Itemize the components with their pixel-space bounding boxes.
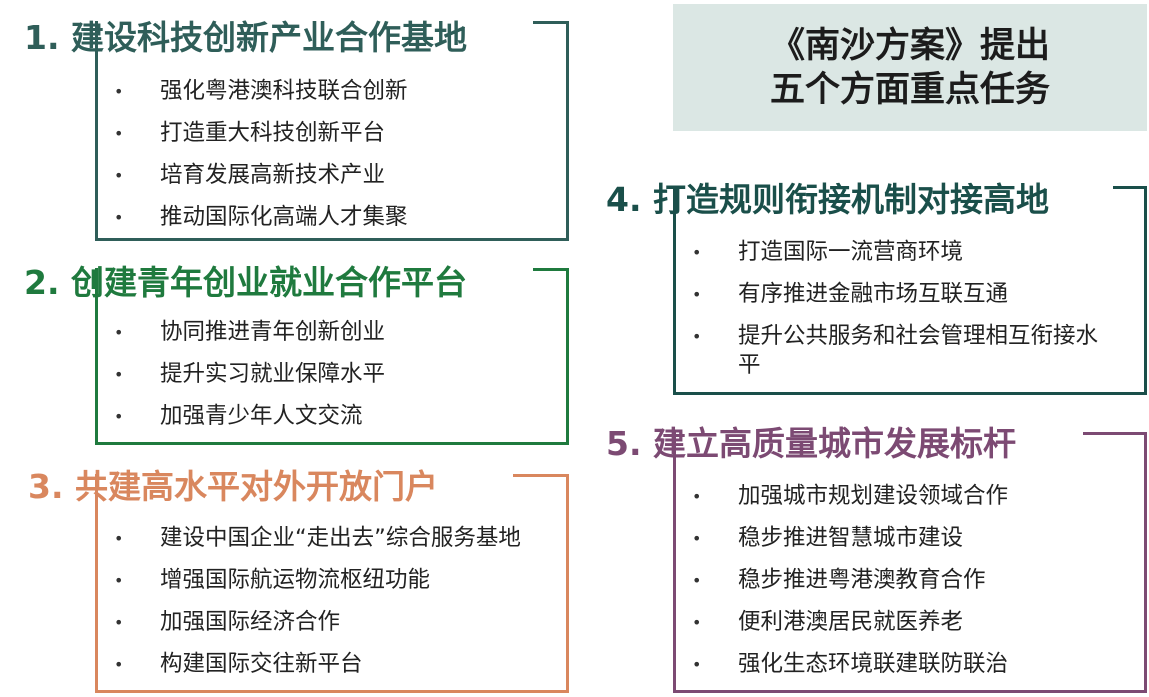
list-item: 协同推进青年创新创业: [98, 318, 566, 347]
list-item: 强化生态环境联建联防联治: [676, 650, 1144, 679]
list-item: 稳步推进粤港澳教育合作: [676, 566, 1144, 595]
list-item: 打造重大科技创新平台: [98, 119, 566, 148]
section-3-list: 建设中国企业“走出去”综合服务基地 增强国际航运物流枢纽功能 加强国际经济合作 …: [98, 524, 566, 692]
section-5-box: 加强城市规划建设领域合作 稳步推进智慧城市建设 稳步推进粤港澳教育合作 便利港澳…: [673, 432, 1147, 693]
list-item: 加强青少年人文交流: [98, 402, 566, 431]
list-item: 推动国际化高端人才集聚: [98, 203, 566, 232]
section-1-box: 强化粤港澳科技联合创新 打造重大科技创新平台 培育发展高新技术产业 推动国际化高…: [95, 21, 569, 241]
section-3-box: 建设中国企业“走出去”综合服务基地 增强国际航运物流枢纽功能 加强国际经济合作 …: [95, 474, 569, 693]
section-1-list: 强化粤港澳科技联合创新 打造重大科技创新平台 培育发展高新技术产业 推动国际化高…: [98, 77, 566, 245]
header-panel: 《南沙方案》提出 五个方面重点任务: [673, 4, 1147, 131]
section-2-list: 协同推进青年创新创业 提升实习就业保障水平 加强青少年人文交流: [98, 318, 566, 444]
section-2-title: 2. 创建青年创业就业合作平台: [24, 263, 467, 302]
list-item: 构建国际交往新平台: [98, 650, 566, 679]
header-title-line2: 五个方面重点任务: [769, 69, 1050, 110]
section-1-title: 1. 建设科技创新产业合作基地: [24, 18, 467, 57]
section-4-title: 4. 打造规则衔接机制对接高地: [606, 180, 1049, 219]
list-item: 提升实习就业保障水平: [98, 360, 566, 389]
list-item: 打造国际一流营商环境: [676, 238, 1144, 267]
list-item: 便利港澳居民就医养老: [676, 608, 1144, 637]
section-5-title: 5. 建立高质量城市发展标杆: [606, 424, 1016, 463]
section-4-box: 打造国际一流营商环境 有序推进金融市场互联互通 提升公共服务和社会管理相互衔接水…: [673, 186, 1147, 395]
section-2-box: 协同推进青年创新创业 提升实习就业保障水平 加强青少年人文交流: [95, 268, 569, 445]
list-item: 加强国际经济合作: [98, 608, 566, 637]
list-item: 提升公共服务和社会管理相互衔接水平: [676, 322, 1144, 380]
header-title-line1: 《南沙方案》提出: [769, 25, 1050, 66]
list-item: 建设中国企业“走出去”综合服务基地: [98, 524, 566, 553]
section-3-title: 3. 共建高水平对外开放门户: [28, 467, 438, 506]
list-item: 有序推进金融市场互联互通: [676, 280, 1144, 309]
list-item: 培育发展高新技术产业: [98, 161, 566, 190]
list-item: 强化粤港澳科技联合创新: [98, 77, 566, 106]
section-4-list: 打造国际一流营商环境 有序推进金融市场互联互通 提升公共服务和社会管理相互衔接水…: [676, 238, 1144, 393]
list-item: 增强国际航运物流枢纽功能: [98, 566, 566, 595]
list-item: 加强城市规划建设领域合作: [676, 482, 1144, 511]
list-item: 稳步推进智慧城市建设: [676, 524, 1144, 553]
section-5-list: 加强城市规划建设领域合作 稳步推进智慧城市建设 稳步推进粤港澳教育合作 便利港澳…: [676, 482, 1144, 692]
